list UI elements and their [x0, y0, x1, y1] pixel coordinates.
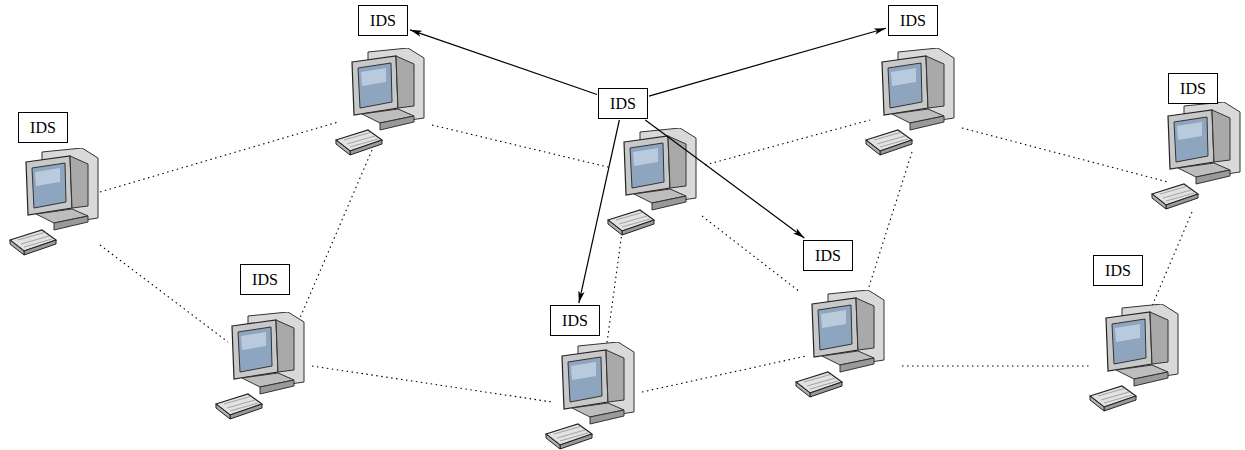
alert-arrow: [649, 28, 886, 96]
ids-box: IDS: [803, 240, 853, 271]
alert-arrow: [579, 120, 619, 303]
dotted-link: [300, 150, 372, 318]
ids-box: IDS: [550, 305, 600, 336]
dotted-link: [100, 122, 338, 192]
dotted-link: [902, 365, 1092, 366]
ids-label: IDS: [1180, 80, 1206, 98]
dotted-link: [606, 232, 622, 350]
ids-box: IDS: [1168, 73, 1218, 104]
ids-box: IDS: [358, 5, 408, 36]
ids-box: IDS: [240, 264, 290, 295]
ids-box: IDS: [18, 112, 68, 143]
ids-label: IDS: [370, 12, 396, 30]
dotted-link: [642, 356, 806, 392]
ids-box: IDS: [598, 88, 648, 119]
alert-arrow: [410, 30, 597, 95]
dotted-link: [702, 216, 800, 292]
ids-label: IDS: [815, 247, 841, 265]
alert-arrow: [645, 120, 804, 238]
computer-icon: [1090, 304, 1178, 411]
ids-label: IDS: [30, 119, 56, 137]
computer-icon: [216, 312, 304, 419]
ids-label: IDS: [252, 271, 278, 289]
dotted-link: [866, 152, 912, 296]
dotted-link: [705, 120, 870, 165]
ids-label: IDS: [562, 312, 588, 330]
computer-icon: [796, 290, 884, 397]
computer-icon: [546, 342, 634, 449]
dotted-link: [432, 125, 612, 168]
dotted-link: [1152, 212, 1192, 306]
ids-label: IDS: [900, 12, 926, 30]
ids-box: IDS: [888, 5, 938, 36]
computer-icon: [866, 48, 954, 155]
ids-box: IDS: [1093, 255, 1143, 286]
ids-label: IDS: [1105, 262, 1131, 280]
dotted-link: [312, 366, 552, 402]
computer-icon: [1152, 102, 1240, 209]
computer-icon: [10, 148, 98, 255]
ids-label: IDS: [610, 95, 636, 113]
computer-icon: [608, 128, 696, 235]
computer-icon: [336, 48, 424, 155]
dotted-link: [100, 245, 228, 342]
dotted-link: [962, 128, 1168, 182]
